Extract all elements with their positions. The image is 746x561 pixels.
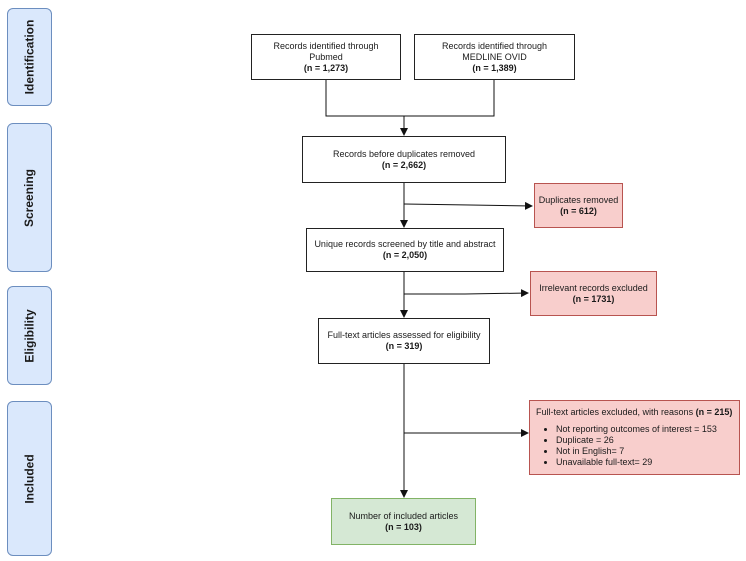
box-medline-line1: Records identified through bbox=[441, 40, 548, 51]
excluded-reason-item: Not in English= 7 bbox=[556, 446, 733, 457]
box-unique-line1: Unique records screened by title and abs… bbox=[314, 239, 496, 249]
box-irrelevant-excluded: Irrelevant records excluded (n = 1731) bbox=[530, 271, 657, 316]
box-pubmed-line1: Records identified through bbox=[273, 40, 379, 51]
phase-screening-label: Screening bbox=[22, 168, 37, 227]
box-fulltext-excluded: Full-text articles excluded, with reason… bbox=[529, 400, 740, 475]
arrow-to-irrelevant bbox=[404, 289, 529, 298]
phase-included-label: Included bbox=[22, 453, 37, 504]
excluded-count: (n = 215) bbox=[695, 407, 733, 417]
excluded-title: Full-text articles excluded, with reason… bbox=[536, 407, 696, 417]
box-pubmed-count: (n = 1,273) bbox=[303, 62, 349, 73]
box-unique-count: (n = 2,050) bbox=[382, 250, 428, 260]
box-medline-count: (n = 1,389) bbox=[472, 62, 517, 73]
box-duplicates-count: (n = 612) bbox=[560, 205, 597, 216]
excluded-heading: Full-text articles excluded, with reason… bbox=[536, 407, 733, 418]
connector-medline bbox=[404, 80, 495, 117]
excluded-reason-item: Not reporting outcomes of interest = 153 bbox=[556, 424, 733, 435]
phase-identification: Identification bbox=[7, 8, 52, 106]
box-included-line1: Number of included articles bbox=[348, 510, 459, 521]
box-included-articles: Number of included articles (n = 103) bbox=[331, 498, 476, 545]
phase-identification-label: Identification bbox=[22, 19, 37, 95]
phase-screening: Screening bbox=[7, 123, 52, 272]
box-before-duplicates-line1: Records before duplicates removed bbox=[332, 148, 476, 159]
box-fulltext-assessed: Full-text articles assessed for eligibil… bbox=[318, 318, 490, 364]
arrow-to-duplicates bbox=[403, 201, 533, 210]
box-irrelevant-line1: Irrelevant records excluded bbox=[539, 282, 648, 293]
box-irrelevant-count: (n = 1731) bbox=[572, 293, 615, 304]
phase-eligibility-label: Eligibility bbox=[22, 308, 37, 363]
phase-included: Included bbox=[7, 401, 52, 556]
box-included-count: (n = 103) bbox=[385, 521, 422, 532]
excluded-reasons-list: Not reporting outcomes of interest = 153… bbox=[536, 424, 733, 468]
box-unique-records: Unique records screened by title and abs… bbox=[306, 228, 504, 272]
box-duplicates-line1: Duplicates removed bbox=[538, 194, 619, 205]
connector-pubmed bbox=[325, 80, 404, 117]
excluded-reason-item: Duplicate = 26 bbox=[556, 435, 733, 446]
box-fulltext-line1: Full-text articles assessed for eligibil… bbox=[327, 330, 481, 340]
box-before-duplicates-count: (n = 2,662) bbox=[381, 159, 427, 170]
box-before-duplicates: Records before duplicates removed (n = 2… bbox=[302, 136, 506, 183]
box-pubmed-line2: Pubmed bbox=[309, 51, 343, 62]
box-duplicates-removed: Duplicates removed (n = 612) bbox=[534, 183, 623, 228]
phase-eligibility: Eligibility bbox=[7, 286, 52, 385]
box-medline-line2: MEDLINE OVID bbox=[462, 51, 527, 62]
box-medline-records: Records identified through MEDLINE OVID … bbox=[414, 34, 575, 80]
excluded-reason-item: Unavailable full-text= 29 bbox=[556, 457, 733, 468]
box-pubmed-records: Records identified through Pubmed (n = 1… bbox=[251, 34, 401, 80]
box-fulltext-count: (n = 319) bbox=[385, 341, 423, 351]
